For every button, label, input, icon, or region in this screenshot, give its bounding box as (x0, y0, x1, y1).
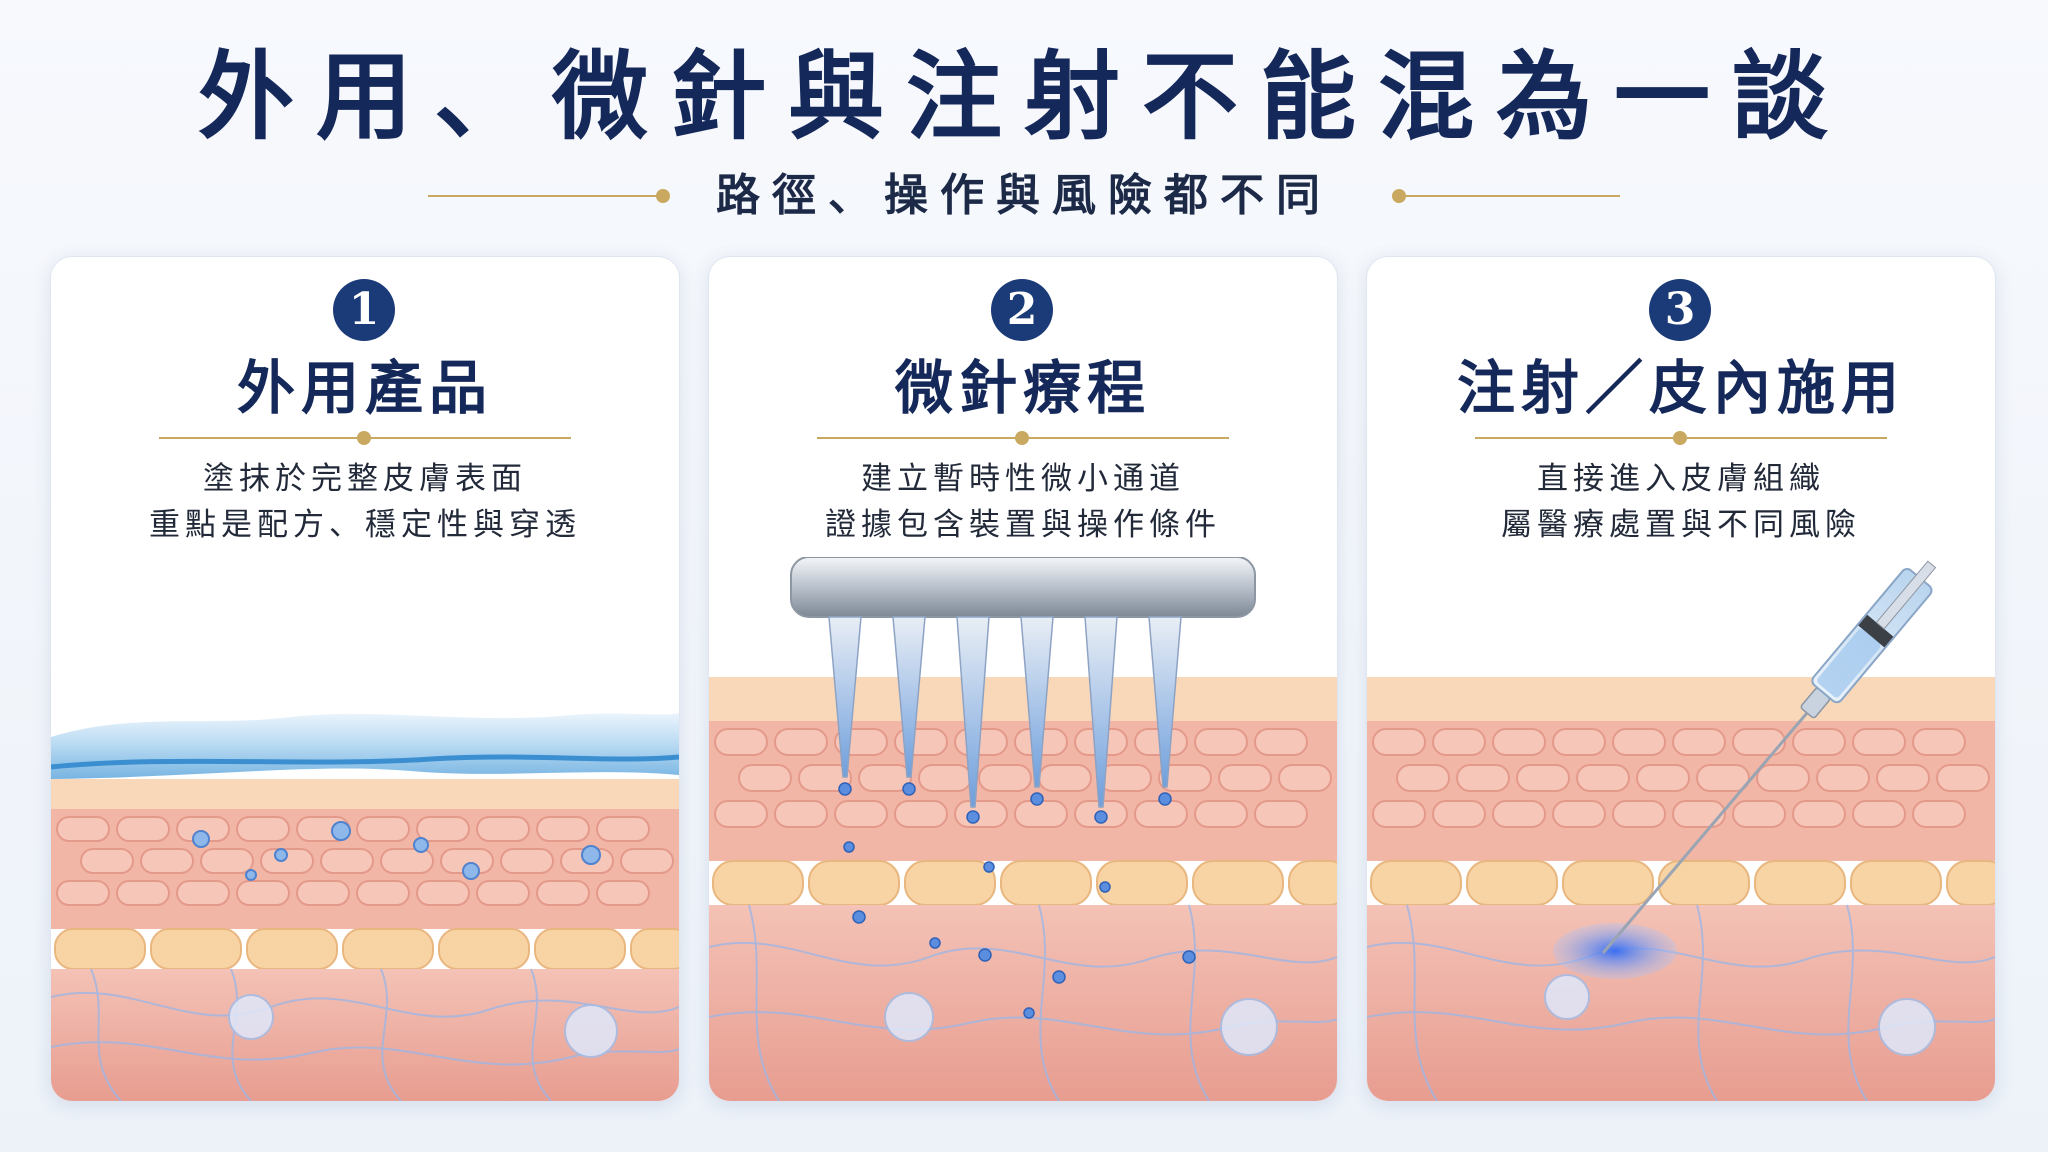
injection-bolus (1553, 923, 1677, 979)
card-title: 微針療程 (894, 354, 1151, 422)
card-number-badge: 1 (333, 279, 395, 341)
topical-film (51, 713, 679, 779)
card-topical: 1 外用產品 塗抹於完整皮膚表面 重點是配方、穩定性與穿透 (50, 256, 680, 1102)
subtitle-left-line (428, 195, 662, 197)
card-number-badge: 3 (1649, 279, 1711, 341)
subtitle-left-dot (656, 189, 670, 203)
card-number-badge: 2 (991, 279, 1053, 341)
card-desc-line-2: 屬醫療處置與不同風險 (1501, 507, 1861, 543)
syringe (1800, 560, 1937, 719)
card-injection: 3 注射／皮內施用 直接進入皮膚組織 屬醫療處置與不同風險 (1366, 256, 1996, 1102)
card-divider-dot (357, 431, 371, 445)
card-title: 注射／皮內施用 (1456, 354, 1905, 422)
subtitle-row: 路徑、操作與風險都不同 (0, 166, 2048, 226)
card-desc-line-1: 直接進入皮膚組織 (1537, 461, 1825, 497)
card-divider-dot (1015, 431, 1029, 445)
card-microneedle: 2 微針療程 建立暫時性微小通道 證據包含裝置與操作條件 (708, 256, 1338, 1102)
card-desc-line-1: 建立暫時性微小通道 (861, 461, 1185, 497)
topical-illustration (51, 713, 679, 1101)
card-title: 外用產品 (236, 354, 493, 422)
card-desc-line-2: 證據包含裝置與操作條件 (825, 507, 1221, 543)
injection-illustration (1367, 560, 1995, 1101)
microneedle-illustration (709, 557, 1337, 1101)
card-desc-line-1: 塗抹於完整皮膚表面 (203, 461, 527, 497)
subtitle-right-line (1404, 195, 1620, 197)
microneedle-plate (790, 557, 1256, 618)
page-subtitle: 路徑、操作與風險都不同 (716, 170, 1332, 221)
card-desc-line-2: 重點是配方、穩定性與穿透 (149, 507, 581, 543)
subtitle-right-dot (1392, 189, 1406, 203)
page-title: 外用、微針與注射不能混為一談 (198, 40, 1850, 153)
card-divider-dot (1673, 431, 1687, 445)
